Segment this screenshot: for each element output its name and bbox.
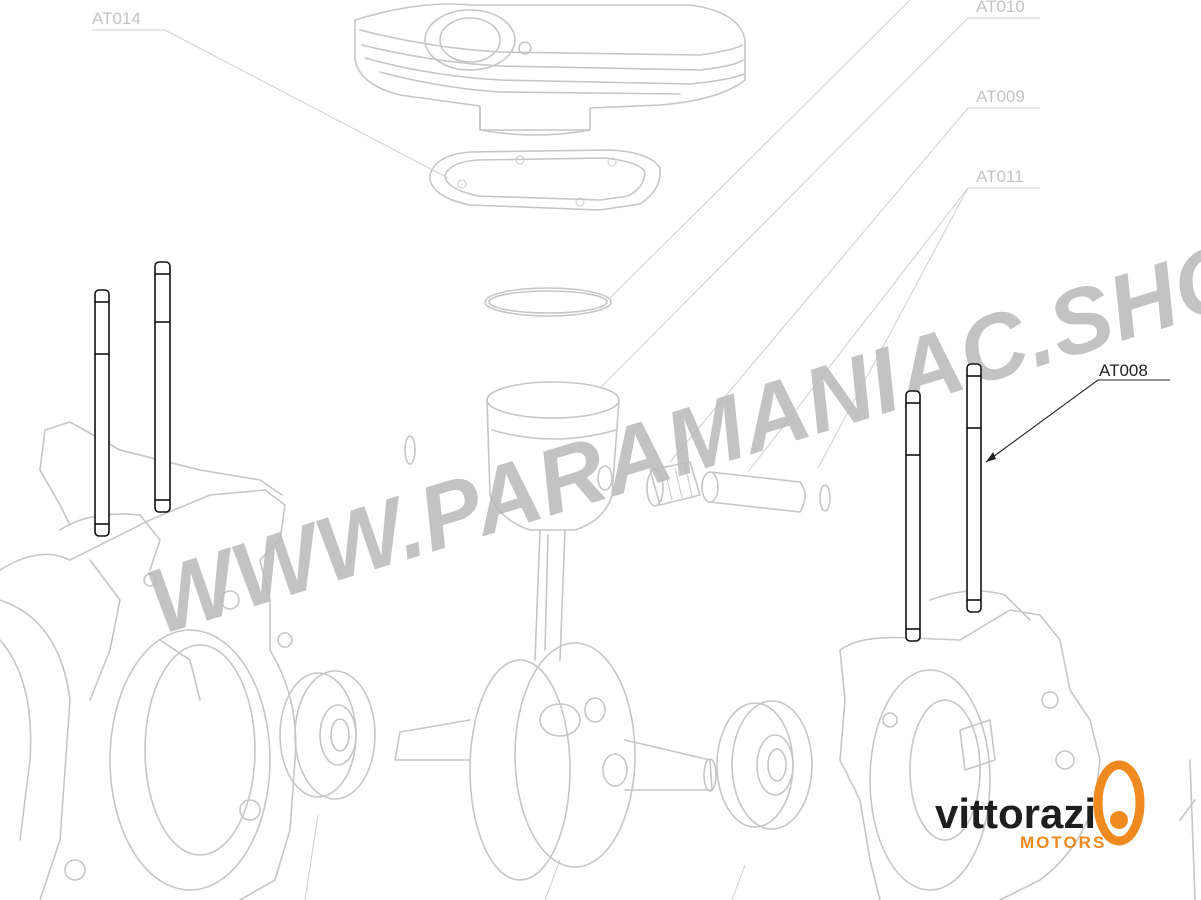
studs-left-pair: [94, 261, 171, 537]
stud-right-short: [905, 390, 921, 642]
piston-conrod-ghost: [486, 381, 620, 661]
cylinder-ghost: [354, 3, 746, 136]
stud-left-short: [94, 289, 110, 537]
logo-subtitle: MOTORS: [1020, 833, 1106, 852]
crankshaft-ghost: [394, 642, 717, 881]
base-gasket-ghost: [429, 149, 661, 211]
left-crankcase-ghost: [0, 421, 297, 900]
right-bearing-ghost: [716, 700, 813, 830]
vittorazi-logo: vittorazi MOTORS: [935, 760, 1145, 852]
circlip-right-ghost: [819, 484, 831, 512]
right-crankcase-ghost: [839, 590, 1196, 900]
watermark: WWW.PARAMANIAC.SHOP: [136, 204, 1201, 654]
piston-pin-ghost: [701, 471, 806, 513]
stud-right-long: [966, 363, 982, 613]
callout-at008: AT008: [1099, 361, 1148, 380]
logo-wordmark: vittorazi: [935, 790, 1096, 837]
studs-right-pair: [905, 363, 982, 642]
piston-ring-ghost: [484, 287, 612, 317]
callout-at010: AT010: [976, 0, 1025, 16]
callout-at008-group: AT008: [985, 361, 1170, 463]
callout-at014: AT014: [92, 9, 141, 28]
left-bearing-ghost: [279, 670, 376, 800]
ghost-leaders: [92, 0, 1040, 900]
callout-at011: AT011: [976, 167, 1024, 186]
callout-at009: AT009: [976, 87, 1025, 106]
logo-emblem-icon: [1093, 760, 1145, 846]
circlip-left-ghost: [404, 435, 416, 465]
needle-bearing-ghost: [646, 461, 701, 507]
stud-left-long: [154, 261, 171, 513]
